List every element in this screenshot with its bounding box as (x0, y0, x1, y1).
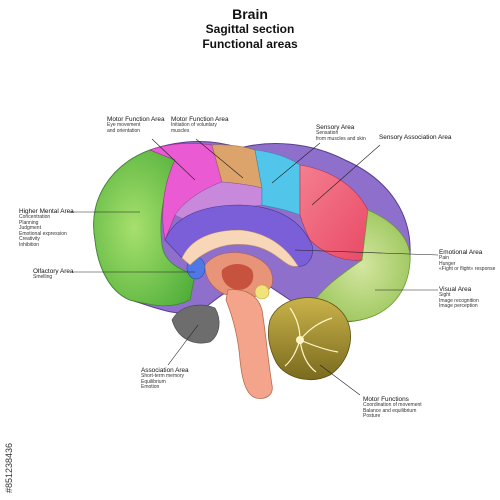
leader-association (167, 324, 199, 366)
diagram-title: Brain (232, 6, 268, 22)
leader-sensory-assoc (311, 144, 381, 206)
label-motor-functions: Motor Functions Coordination of movement… (363, 396, 422, 420)
label-olfactory: Olfactory Area Smelling (33, 268, 74, 281)
label-sensory-assoc: Sensory Association Area (379, 134, 452, 141)
association-region (171, 304, 220, 344)
label-association: Association Area Short-term memory Equil… (141, 367, 189, 391)
label-motor-voluntary: Motor Function Area Initiation of volunt… (171, 116, 229, 134)
leader-motor-eye (151, 138, 196, 181)
brainstem (225, 289, 273, 399)
label-emotional: Emotional Area Pain Hunger «Fight or fli… (439, 249, 496, 273)
diagram-subtitle-2: Functional areas (202, 37, 298, 51)
higher-mental-region (93, 149, 196, 307)
leader-emotional (294, 249, 439, 256)
leader-sensory (271, 142, 321, 184)
corpus-callosum (181, 229, 299, 267)
pituitary (254, 284, 270, 300)
visual-region (311, 209, 411, 322)
label-motor-eye: Motor Function Area Eye movement and ori… (107, 116, 165, 134)
diagram-subtitle: Sagittal section (205, 22, 295, 36)
sensory-association-region (299, 164, 369, 261)
leader-motor-voluntary (195, 138, 244, 179)
stock-id-watermark: #851238436 (4, 442, 14, 493)
label-visual: Visual Area Sight Image recognition Imag… (439, 286, 479, 310)
thalamus-inner (221, 264, 254, 290)
label-higher-mental: Higher Mental Area Concentration Plannin… (19, 208, 74, 248)
arbor-vitae-core (296, 336, 304, 344)
cerebellum (268, 297, 351, 381)
label-sensory: Sensory Area Sensation from muscles and … (316, 124, 366, 142)
leader-motor-functions (319, 364, 361, 396)
leader-lines (70, 138, 439, 396)
